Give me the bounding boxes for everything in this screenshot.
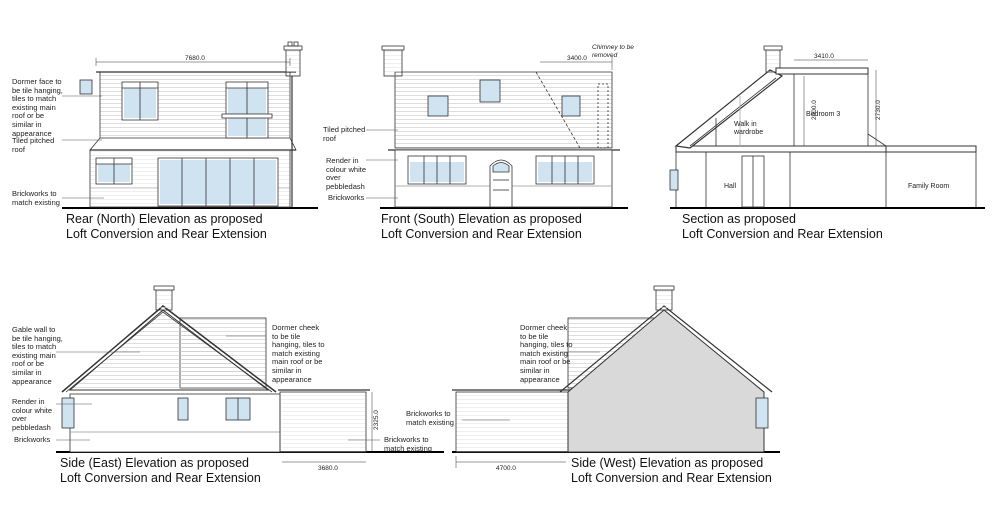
front-chimney <box>383 49 403 77</box>
annotation-east-gable: Gable wall to be tile hanging, tiles to … <box>12 325 63 386</box>
rear-chimney <box>285 49 301 77</box>
caption-front-line2: Loft Conversion and Rear Extension <box>381 227 582 241</box>
east-elevation <box>56 285 444 463</box>
room-family: Family Room <box>908 183 949 190</box>
annotation-west-dormer: Dormer cheek to be tile hanging, tiles t… <box>520 323 573 384</box>
caption-front-line1: Front (South) Elevation as proposed <box>381 212 582 226</box>
east-window-small <box>177 397 189 421</box>
section-inner-height-dim: 2400.0 <box>811 100 818 120</box>
west-elevation <box>452 285 780 468</box>
room-bedroom: Bedroom 3 <box>806 111 840 118</box>
rear-small-window <box>79 79 93 95</box>
caption-west-line2: Loft Conversion and Rear Extension <box>571 471 772 485</box>
section-drawing <box>669 45 985 209</box>
section-width-dim: 3410.0 <box>814 53 834 60</box>
room-hall: Hall <box>724 183 737 190</box>
annotation-front-brickworks: Brickworks <box>328 193 365 202</box>
west-gable <box>567 309 765 453</box>
annotation-east-dormer: Dormer cheek to be tile hanging, tiles t… <box>272 323 325 384</box>
east-height-dim: 2325.0 <box>373 410 380 430</box>
front-roof-window-1 <box>427 95 449 117</box>
annotation-rear-dormer-face: Dormer face to be tile hanging, tiles to… <box>12 77 63 138</box>
annotation-east-brickworks-match: Brickworks to match existing <box>384 435 432 453</box>
caption-west: Side (West) Elevation as proposed Loft C… <box>571 456 772 486</box>
room-walk-in-wardrobe: Walk in wardrobe <box>734 121 764 136</box>
annotation-east-brickworks: Brickworks <box>14 435 51 444</box>
annotation-front-chimney: Chimney to be removed <box>592 44 634 59</box>
caption-rear: Rear (North) Elevation as proposed Loft … <box>66 212 267 242</box>
caption-rear-line1: Rear (North) Elevation as proposed <box>66 212 263 226</box>
rear-width-dim: 7680.0 <box>185 55 205 62</box>
section-roof <box>674 69 784 149</box>
annotation-east-render: Render in colour white over pebbledash <box>12 397 53 432</box>
west-extension <box>455 391 569 453</box>
front-width-dim: 3400.0 <box>567 55 587 62</box>
front-roof-window-2 <box>479 79 501 103</box>
caption-section-line1: Section as proposed <box>682 212 796 226</box>
east-width-dim: 3680.0 <box>318 465 338 472</box>
caption-east-line1: Side (East) Elevation as proposed <box>60 456 249 470</box>
annotation-front-tiled-pitched: Tiled pitched roof <box>323 125 366 143</box>
west-width-dim: 4700.0 <box>496 465 516 472</box>
caption-east-line2: Loft Conversion and Rear Extension <box>60 471 261 485</box>
front-roof <box>394 71 613 149</box>
section-outer-height-dim: 2730.0 <box>875 100 882 120</box>
front-removed-chimney <box>597 83 609 149</box>
annotation-west-brickworks: Brickworks to match existing <box>406 409 454 427</box>
east-extension <box>279 391 367 453</box>
caption-rear-line2: Loft Conversion and Rear Extension <box>66 227 267 241</box>
caption-section: Section as proposed Loft Conversion and … <box>682 212 883 242</box>
caption-west-line1: Side (West) Elevation as proposed <box>571 456 764 470</box>
annotation-rear-tiled-pitched: Tiled pitched roof <box>12 136 55 154</box>
caption-east: Side (East) Elevation as proposed Loft C… <box>60 456 261 486</box>
annotation-front-render: Render in colour white over pebbledash <box>326 156 367 191</box>
caption-front: Front (South) Elevation as proposed Loft… <box>381 212 582 242</box>
front-roof-window-3 <box>561 95 581 117</box>
rear-elevation <box>62 41 318 209</box>
caption-section-line2: Loft Conversion and Rear Extension <box>682 227 883 241</box>
front-elevation <box>366 45 628 209</box>
annotation-rear-brickworks: Brickworks to match existing <box>12 189 60 207</box>
